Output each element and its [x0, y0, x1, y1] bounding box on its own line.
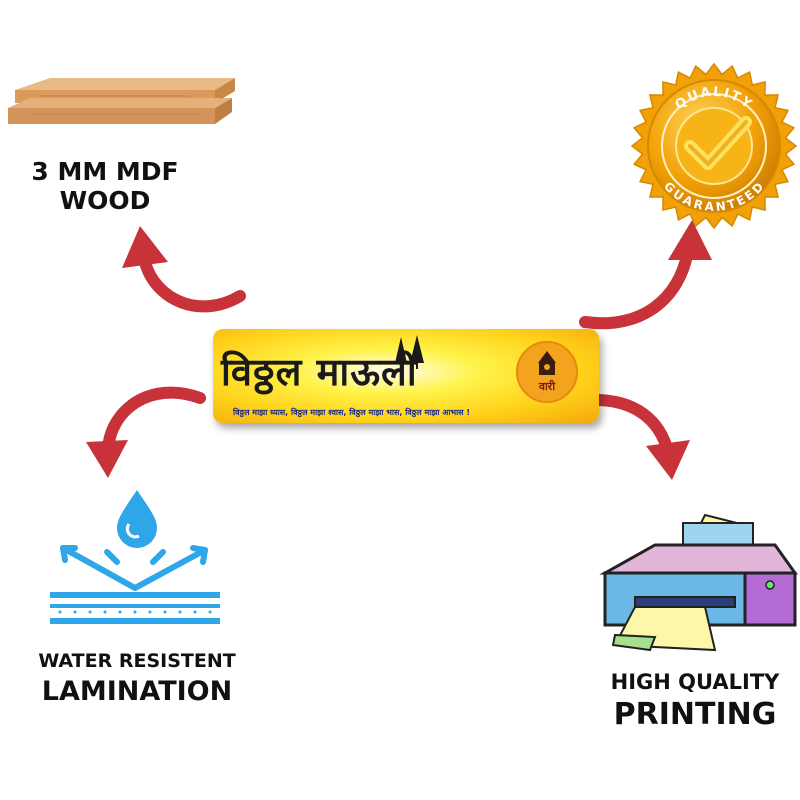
- trees-icon: [395, 335, 424, 369]
- vari-emblem: वारी: [516, 341, 578, 403]
- printing-label-line1: HIGH QUALITY: [610, 670, 780, 694]
- printing-label-line2: PRINTING: [613, 697, 777, 732]
- wood-label-line2: WOOD: [59, 185, 151, 215]
- water-label-line2: LAMINATION: [41, 676, 233, 707]
- banner-title: विठ्ठल माऊली: [221, 350, 418, 394]
- wood-feature-label: 3 MM MDF WOOD: [10, 157, 200, 216]
- water-label-line1: WATER RESISTENT: [38, 650, 236, 672]
- arrow-to-badge-icon: [579, 244, 694, 330]
- arrow-to-printer-icon: [589, 394, 674, 458]
- banner-subtitle: विठ्ठल माझा ध्यास, विठ्ठल माझा श्वास, वि…: [233, 408, 470, 417]
- wood-label-line1: 3 MM MDF: [31, 157, 179, 186]
- emblem-text: वारी: [538, 380, 556, 393]
- quality-badge-icon: QUALITY GUARANTEED: [630, 62, 798, 230]
- water-resistant-icon: [50, 490, 220, 624]
- temple-icon: [538, 351, 556, 375]
- printer-icon: [599, 513, 798, 652]
- arrow-to-wood-icon: [139, 256, 246, 313]
- product-banner: विठ्ठल माऊली वारी विठ्ठल माझा ध्यास, विठ…: [213, 329, 599, 423]
- wood-planks-icon: [8, 78, 235, 124]
- arrow-to-water-icon: [102, 386, 206, 456]
